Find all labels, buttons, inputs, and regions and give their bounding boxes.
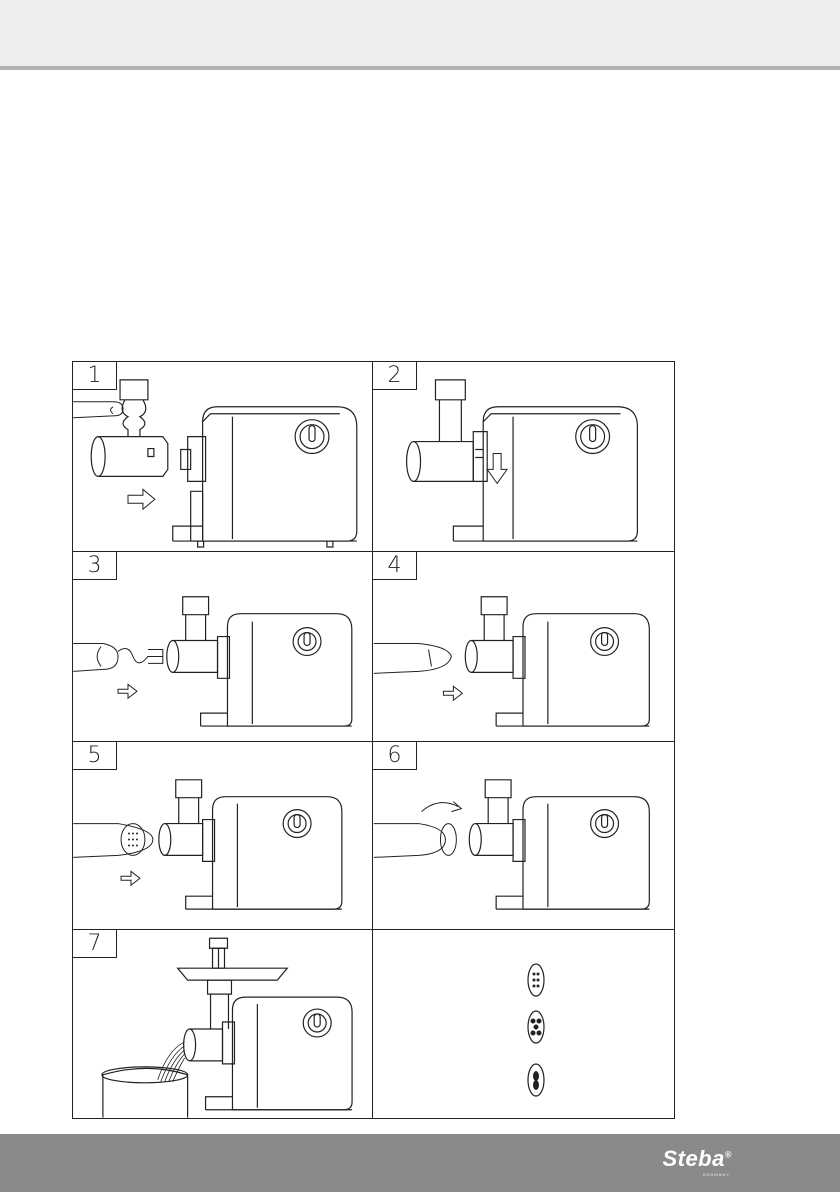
step-number: 6	[373, 742, 417, 770]
header-rule	[0, 66, 840, 70]
hand-icon	[73, 644, 118, 672]
arrow-icon	[121, 871, 140, 885]
header-band	[0, 0, 840, 66]
hand-icon	[374, 644, 452, 674]
arrow-icon	[443, 686, 462, 700]
step-panel-1: 1	[73, 362, 373, 552]
hand-icon	[73, 402, 123, 418]
assembly-instructions-grid: 1 2	[72, 361, 675, 1119]
meat-grinder-icon	[73, 930, 372, 1118]
meat-grinder-icon	[373, 742, 674, 929]
arrow-icon	[422, 803, 459, 812]
step-panel-2: 2	[373, 362, 674, 552]
meat-grinder-icon	[73, 362, 372, 551]
brand-name: Steba	[662, 1146, 724, 1171]
grinding-discs-panel	[373, 930, 674, 1118]
meat-grinder-icon	[73, 552, 372, 741]
brand-sub: GERMANY	[703, 1172, 730, 1177]
step-panel-5: 5	[73, 742, 373, 930]
auger-icon	[118, 648, 163, 663]
brand-mark: ®	[725, 1150, 732, 1160]
arrow-icon	[128, 489, 155, 509]
minced-meat-icon	[158, 1042, 185, 1082]
hand-icon	[73, 824, 153, 858]
step-number: 4	[373, 552, 417, 580]
meat-grinder-icon	[73, 742, 372, 929]
step-panel-6: 6	[373, 742, 674, 930]
step-number: 3	[73, 552, 117, 580]
grinding-disc-icon	[128, 833, 138, 847]
arrow-icon	[487, 454, 507, 484]
step-number: 5	[73, 742, 117, 770]
step-number: 2	[373, 362, 417, 390]
step-panel-3: 3	[73, 552, 373, 742]
arrow-icon	[451, 802, 461, 812]
meat-grinder-icon	[373, 362, 674, 551]
footer-band: Steba® GERMANY	[0, 1134, 840, 1192]
step-panel-4: 4	[373, 552, 674, 742]
grinding-disc-icon	[373, 930, 674, 1118]
step-number: 1	[73, 362, 117, 390]
step-number: 7	[73, 930, 117, 958]
brand-logo: Steba®	[662, 1146, 732, 1172]
arrow-icon	[118, 684, 137, 698]
meat-grinder-icon	[373, 552, 674, 741]
step-panel-7: 7	[73, 930, 373, 1118]
hand-icon	[374, 824, 457, 858]
